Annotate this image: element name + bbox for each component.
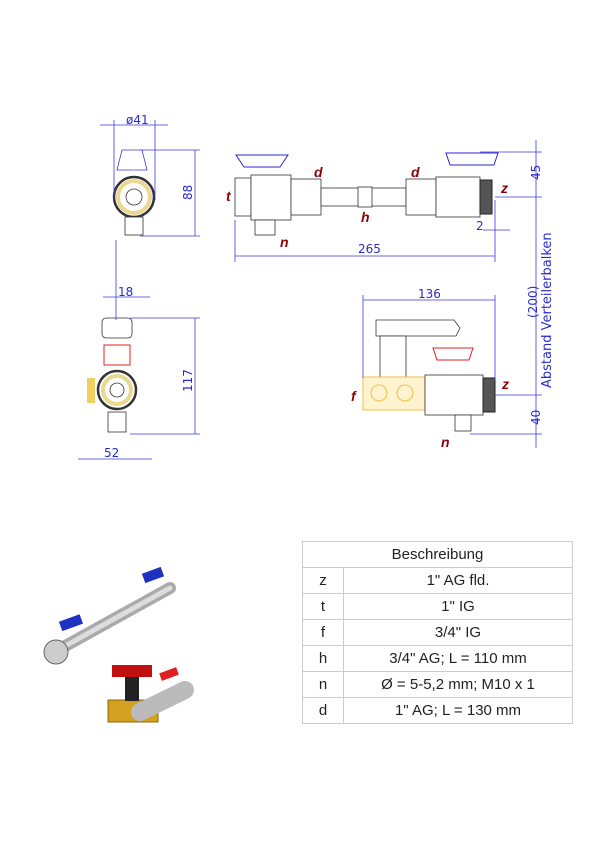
label-f: f (351, 388, 357, 404)
dim-136: 136 (418, 287, 441, 301)
row-value: 3/4" AG; L = 110 mm (343, 645, 573, 672)
distance-manifold-label: Abstand Verteilerbalken (540, 232, 555, 388)
row-key: z (302, 567, 344, 594)
dim-diameter-41: ø41 (126, 113, 149, 127)
row-key: f (302, 619, 344, 646)
table-header: Beschreibung (302, 541, 573, 568)
label-h: h (361, 209, 370, 225)
label-t: t (226, 188, 232, 204)
front-view-assembly (234, 152, 499, 236)
product-image-manifold-valve (107, 665, 194, 723)
dim-88: 88 (181, 185, 195, 200)
row-key: d (302, 697, 344, 724)
dim-52: 52 (104, 446, 119, 460)
label-d-left: d (314, 164, 323, 180)
dim-40: 40 (529, 410, 543, 425)
row-value: 1" AG; L = 130 mm (343, 697, 573, 724)
dim-200: (200) (526, 286, 540, 318)
label-n-side: n (441, 434, 450, 450)
row-key: t (302, 593, 344, 620)
dim-265: 265 (358, 242, 381, 256)
manifold-connection-view (362, 319, 496, 432)
label-z-front: z (500, 180, 508, 196)
dim-117: 117 (181, 369, 195, 392)
label-d-right: d (411, 164, 420, 180)
dim-45: 45 (529, 165, 543, 180)
row-key: h (302, 645, 344, 672)
row-value: 3/4" IG (343, 619, 573, 646)
dim-2: 2 (476, 219, 484, 233)
row-key: n (302, 671, 344, 698)
row-value: Ø = 5-5,2 mm; M10 x 1 (343, 671, 573, 698)
side-view-top (112, 149, 156, 236)
side-view-bottom (87, 317, 138, 433)
label-n-front: n (280, 234, 289, 250)
dim-18: 18 (118, 285, 133, 299)
row-value: 1" AG fld. (343, 567, 573, 594)
product-image-assembly (43, 566, 176, 665)
label-z-side: z (501, 376, 509, 392)
row-value: 1" IG (343, 593, 573, 620)
